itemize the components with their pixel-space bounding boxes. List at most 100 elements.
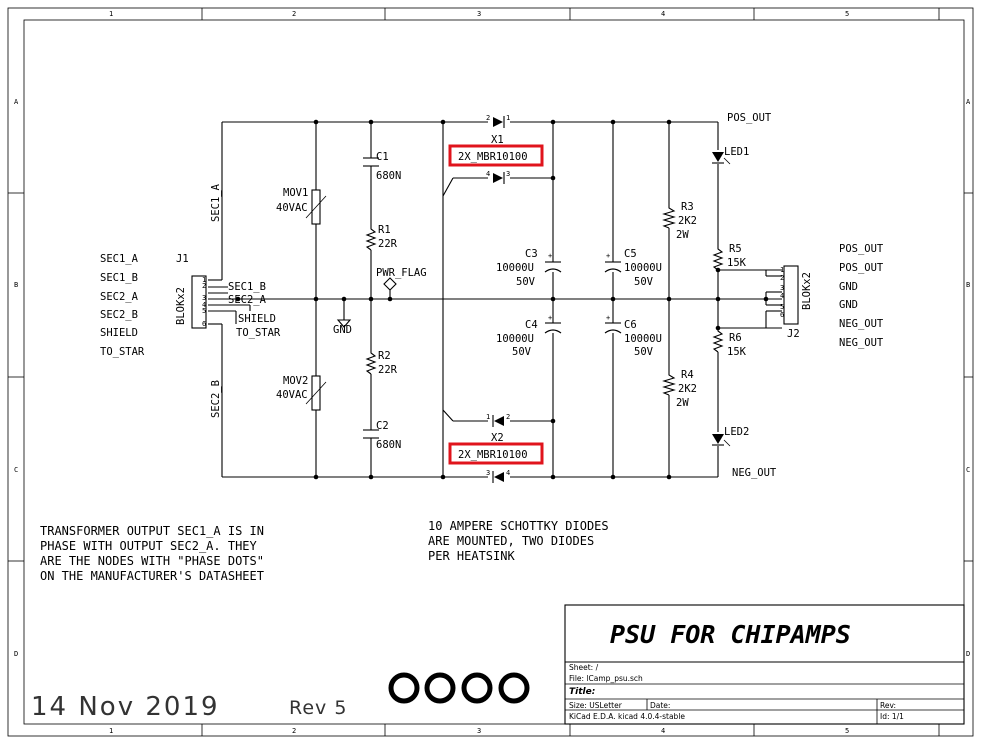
row-label-d-right: D	[966, 650, 970, 658]
j1-label-2: SEC1_B	[100, 272, 138, 284]
r1: R1 22R	[365, 224, 398, 251]
c6-ref: C6	[624, 319, 637, 331]
col-label-1: 1	[109, 10, 113, 18]
c3-ref: C3	[525, 248, 538, 260]
led1: LED1	[712, 146, 749, 165]
x1-pin-1: 1	[506, 114, 510, 122]
c5-value-1: 10000U	[624, 262, 662, 274]
r4: R4 2K2 2W	[662, 369, 697, 409]
r2-value: 22R	[378, 364, 398, 376]
pwr-flag-label: PWR_FLAG	[376, 267, 427, 279]
j1-label-5: SHIELD	[100, 327, 138, 339]
col-label-5: 5	[845, 10, 849, 18]
r6-value: 15K	[727, 346, 747, 358]
transformer-note-line-1: TRANSFORMER OUTPUT SEC1_A IS IN	[40, 524, 264, 538]
j1-body	[191, 275, 207, 329]
kicad-label: KiCad E.D.A. kicad 4.0.4-stable	[569, 712, 685, 721]
r5: R5 15K	[712, 243, 747, 271]
mov1-value: 40VAC	[276, 202, 308, 214]
rev-label: Rev:	[880, 701, 896, 710]
transformer-note-line-2: PHASE WITH OUTPUT SEC2_A. THEY	[40, 539, 258, 553]
j2-label-4: GND	[839, 299, 858, 311]
col-label-5-bottom: 5	[845, 727, 849, 735]
j1-pin-1: 1	[202, 276, 206, 284]
size-label: Size: USLetter	[569, 701, 623, 710]
diodes-note-line-3: PER HEATSINK	[428, 549, 515, 563]
x2-pin-1: 1	[486, 413, 490, 421]
gnd-symbol: GND	[333, 319, 352, 336]
j2-label-5: NEG_OUT	[839, 318, 884, 330]
led1-ref: LED1	[724, 146, 749, 158]
svg-text:+: +	[606, 314, 610, 322]
row-label-d: D	[14, 650, 18, 658]
title-label: Title:	[569, 687, 595, 697]
col-label-1-bottom: 1	[109, 727, 113, 735]
gnd-label: GND	[333, 324, 352, 336]
c5-value-2: 50V	[634, 276, 654, 288]
row-label-b: B	[14, 281, 18, 289]
transformer-note-line-4: ON THE MANUFACTURER'S DATASHEET	[40, 569, 264, 583]
mov2-ref: MOV2	[283, 375, 308, 387]
c1-ref: C1	[376, 151, 389, 163]
c6: + C6 10000U 50V	[604, 314, 662, 358]
net-sec1-a: SEC1_A	[210, 183, 222, 222]
j2-ref: J2	[787, 328, 800, 340]
connector-j1: J1 BLOKx2 1 2 3 4 5 6 SEC1_A SEC1_B SEC2…	[100, 183, 281, 418]
c5-ref: C5	[624, 248, 637, 260]
j2-pin-1: 1	[780, 266, 784, 274]
j1-pin-3: 3	[202, 294, 206, 302]
j2-pin-3: 3	[780, 284, 784, 292]
c4-value-2: 50V	[512, 346, 532, 358]
c3: + C3 10000U 50V	[496, 248, 562, 288]
r5-ref: R5	[729, 243, 742, 255]
row-label-a: A	[14, 98, 19, 106]
mov1-ref: MOV1	[283, 187, 308, 199]
mov2-value: 40VAC	[276, 389, 308, 401]
c6-value-1: 10000U	[624, 333, 662, 345]
r1-ref: R1	[378, 224, 391, 236]
j2-pin-6: 6	[780, 311, 784, 319]
c4: + C4 10000U 50V	[496, 314, 562, 358]
j1-value: BLOKx2	[175, 287, 187, 325]
col-label-4-bottom: 4	[661, 727, 665, 735]
j1-label-3: SEC2_A	[100, 291, 139, 303]
r3-value-1: 2K2	[678, 215, 697, 227]
led2-ref: LED2	[724, 426, 749, 438]
revision-number: Rev 5	[289, 697, 347, 719]
x2-pin-2: 2	[506, 413, 510, 421]
net-neg-out: NEG_OUT	[732, 467, 777, 479]
j1-ref: J1	[176, 253, 189, 265]
r4-value-2: 2W	[676, 397, 689, 409]
mov2: MOV2 40VAC	[276, 375, 327, 411]
sheet-label: Sheet: /	[569, 663, 599, 672]
col-label-3: 3	[477, 10, 481, 18]
sheet-title: PSU FOR CHIPAMPS	[610, 620, 851, 649]
c1-value: 680N	[376, 170, 401, 182]
j2-label-2: POS_OUT	[839, 262, 884, 274]
j2-label-6: NEG_OUT	[839, 337, 884, 349]
c5: + C5 10000U 50V	[604, 248, 662, 288]
led2: LED2	[712, 426, 749, 447]
x2-value-highlight	[448, 442, 544, 465]
j2-pin-4: 4	[780, 292, 784, 300]
diode-x1-top: 2 1	[486, 114, 510, 128]
net-sec1-b: SEC1_B	[228, 281, 266, 293]
title-block: PSU FOR CHIPAMPS Sheet: / File: lCamp_ps…	[564, 604, 965, 725]
r1-value: 22R	[378, 238, 398, 250]
date-label: Date:	[650, 701, 670, 710]
id-label: Id: 1/1	[880, 712, 904, 721]
r3: R3 2K2 2W	[662, 201, 697, 241]
j1-pin-6: 6	[202, 320, 206, 328]
j1-pin-5: 5	[202, 307, 206, 315]
j1-label-4: SEC2_B	[100, 309, 138, 321]
r2: R2 22R	[365, 350, 398, 376]
sheet-frame: 1 2 3 4 5 1 2 3 4 5 A B C D A B C D	[7, 7, 974, 737]
row-label-a-right: A	[966, 98, 971, 106]
pwr-flag-symbol: PWR_FLAG	[376, 267, 427, 302]
c2: C2 680N	[363, 420, 401, 451]
revision-date: 14 Nov 2019	[31, 692, 220, 722]
net-sec2-a: SEC2_A	[228, 294, 267, 306]
diodes-note-line-1: 10 AMPERE SCHOTTKY DIODES	[428, 519, 609, 533]
j2-pin-2: 2	[780, 274, 784, 282]
